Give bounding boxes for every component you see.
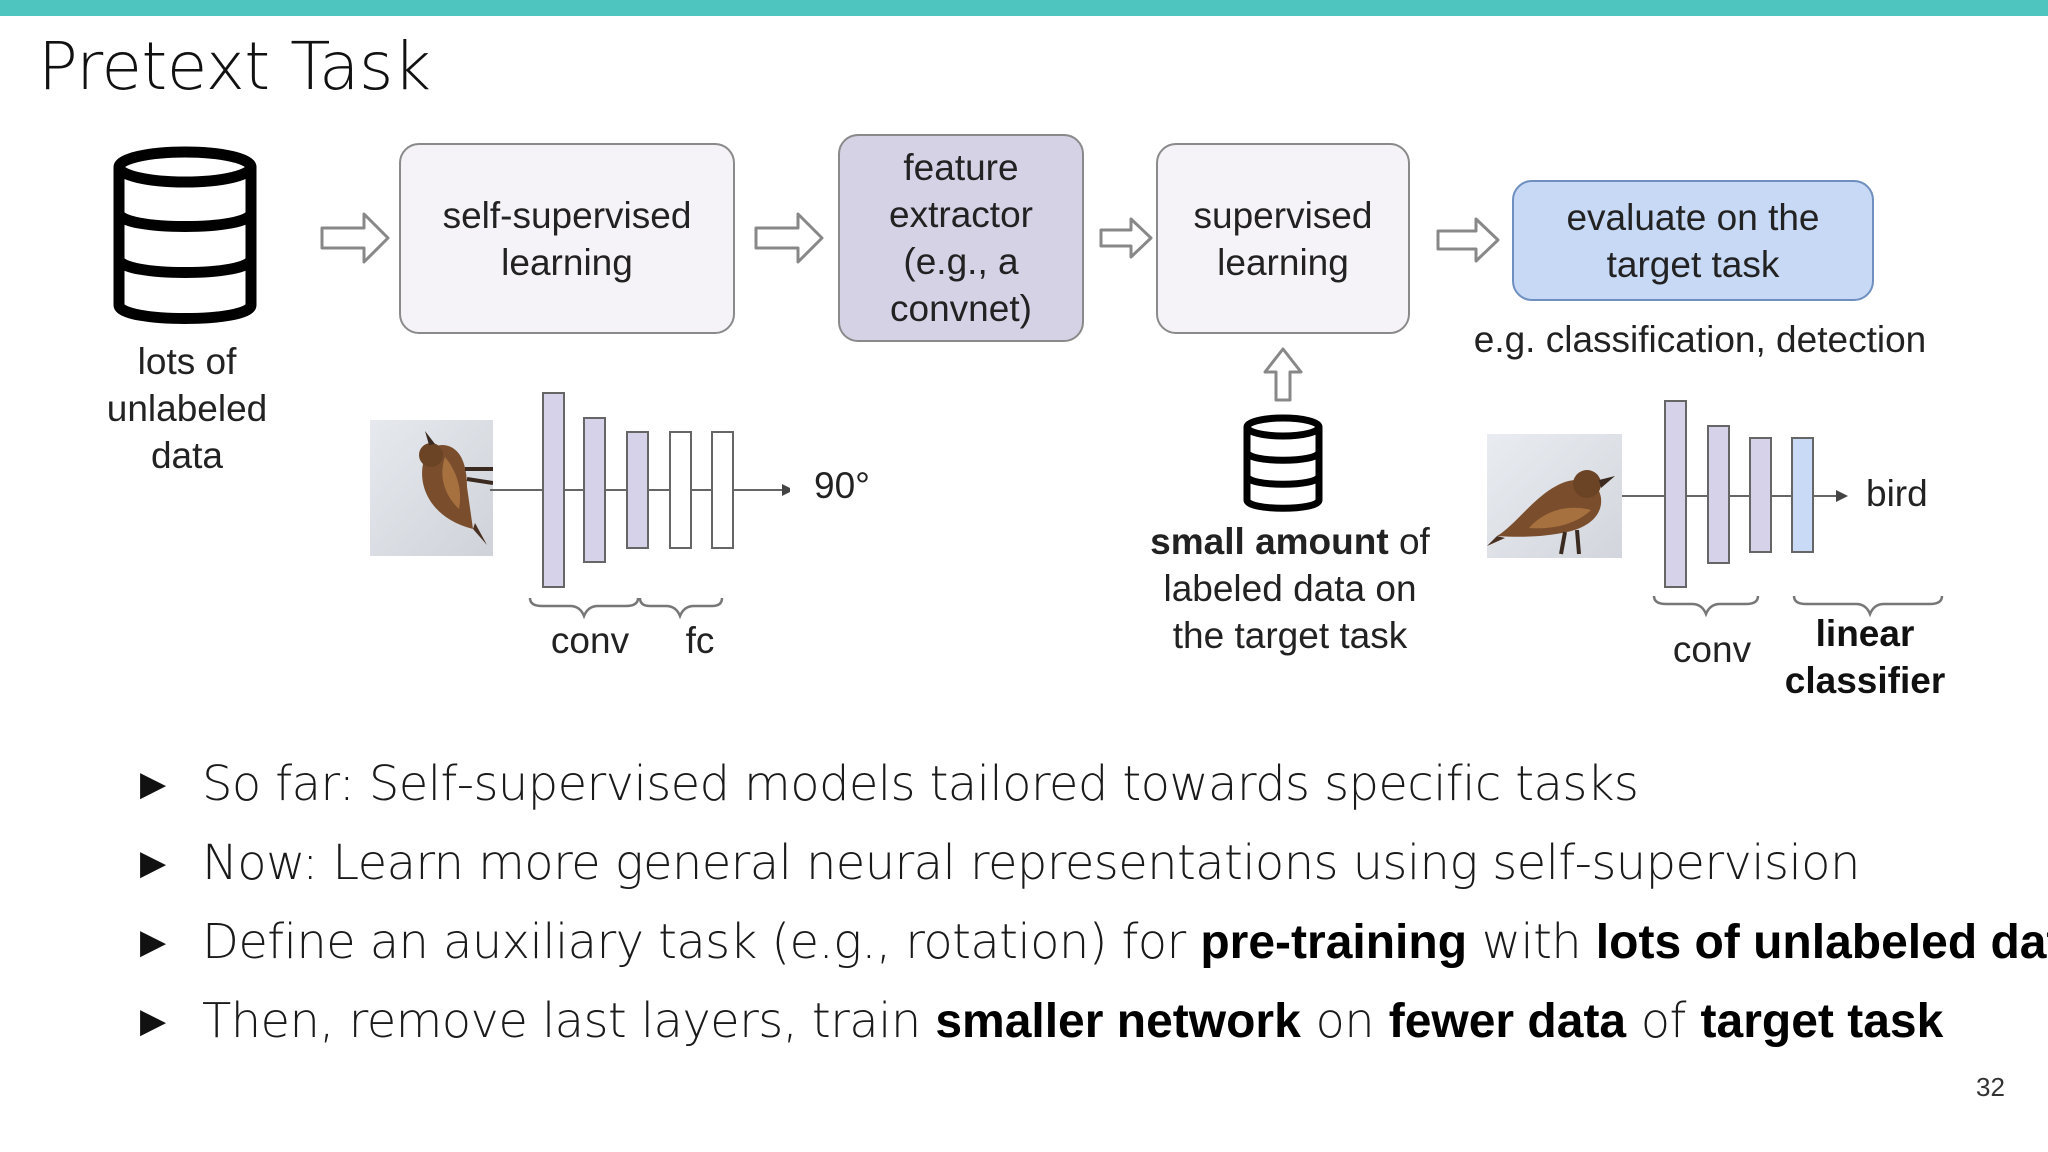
page-title: Pretext Task xyxy=(38,28,431,105)
target-conv-brace xyxy=(1652,595,1760,618)
bullet-text-part: with xyxy=(1467,914,1596,970)
small-data-line2: labeled data on xyxy=(1163,568,1417,609)
rotated-bird-image xyxy=(370,420,493,556)
page-number: 32 xyxy=(1976,1072,2005,1102)
bullet-text-part: Define an auxiliary task (e.g., rotation… xyxy=(202,914,1201,970)
pretext-conv-label: conv xyxy=(550,620,630,661)
pretext-conv-layer-2 xyxy=(583,417,606,563)
database-icon xyxy=(113,146,257,324)
target-output-label: bird xyxy=(1866,473,1928,514)
linear-classifier-line2: classifier xyxy=(1784,660,1946,701)
supervised-line1: supervised xyxy=(1193,194,1373,236)
bullet-arrow-icon: ▶ xyxy=(140,922,167,962)
target-linear-brace xyxy=(1792,595,1944,618)
bullet-arrow-icon: ▶ xyxy=(140,764,167,804)
bullet-text: Now: Learn more general neural represent… xyxy=(202,835,1860,891)
pretext-fc-label: fc xyxy=(685,620,715,661)
supervised-line2: learning xyxy=(1217,241,1349,283)
self-supervised-learning-box: self-supervised learning xyxy=(399,143,735,334)
bullet-bold-part: smaller network xyxy=(935,995,1301,1048)
flow-arrow-3 xyxy=(1099,217,1153,259)
small-data-line3: the target task xyxy=(1172,615,1408,656)
target-conv-layer-2 xyxy=(1707,425,1730,564)
pretext-fc-brace xyxy=(638,597,724,620)
pretext-output-label: 90° xyxy=(814,465,870,506)
target-output-arrowhead xyxy=(1836,490,1848,502)
bullet-arrow-icon: ▶ xyxy=(140,843,167,883)
target-linear-layer xyxy=(1791,437,1814,553)
small-data-bold: small amount xyxy=(1150,521,1389,562)
pretext-fc-layer-1 xyxy=(669,431,692,549)
bullet-text: So far: Self-supervised models tailored … xyxy=(202,756,1639,812)
evaluate-line2: target task xyxy=(1606,243,1780,285)
bird-image xyxy=(1487,434,1622,558)
target-conv-layer-3 xyxy=(1749,437,1772,553)
target-conv-layer-1 xyxy=(1664,400,1687,588)
data-label-line3: data xyxy=(150,435,223,476)
bullet-arrow-icon: ▶ xyxy=(140,1001,167,1041)
feature-extractor-line3: (e.g., a xyxy=(903,241,1019,282)
pretext-fc-layer-2 xyxy=(711,431,734,549)
evaluate-target-task-box: evaluate on the target task xyxy=(1512,180,1874,301)
data-label-line1: lots of xyxy=(137,341,237,382)
data-label: lots of unlabeled data xyxy=(62,338,312,479)
flow-arrow-4 xyxy=(1436,217,1500,263)
feature-extractor-line4: convnet) xyxy=(890,288,1032,329)
target-network xyxy=(1622,400,1848,618)
bullet-bold-part: pre-training xyxy=(1200,916,1468,969)
evaluate-line1: evaluate on the xyxy=(1566,196,1820,238)
bullet-bold-part: fewer data xyxy=(1388,995,1627,1048)
pretext-conv-layer-3 xyxy=(626,431,649,549)
supervised-learning-box: supervised learning xyxy=(1156,143,1410,334)
accent-bar xyxy=(0,0,2048,16)
flow-arrow-2 xyxy=(754,212,824,264)
pretext-output-arrowhead xyxy=(782,484,790,496)
pretext-network xyxy=(490,392,790,620)
bullet-text: Define an auxiliary task (e.g., rotation… xyxy=(202,903,2048,982)
flow-arrow-1 xyxy=(320,212,390,264)
eval-note: e.g. classification, detection xyxy=(1473,319,1927,360)
bullet-text-part: Then, remove last layers, train xyxy=(202,993,936,1049)
small-data-label: small amount of labeled data on the targ… xyxy=(1110,518,1470,659)
small-data-line1: small amount of xyxy=(1110,518,1470,565)
data-label-line2: unlabeled xyxy=(106,388,268,429)
linear-classifier-label: linear classifier xyxy=(1760,610,1970,704)
bullet-bold-part: target task xyxy=(1700,995,1944,1048)
self-supervised-line2: learning xyxy=(501,241,633,283)
feature-extractor-line1: feature xyxy=(903,147,1019,188)
target-conv-label: conv xyxy=(1672,629,1752,670)
flow-arrow-up xyxy=(1263,347,1303,402)
pretext-conv-brace xyxy=(528,597,640,620)
bullet-text-part: on xyxy=(1300,993,1389,1049)
self-supervised-line1: self-supervised xyxy=(442,194,692,236)
bullet-bold-part: lots of unlabeled data xyxy=(1595,916,2048,969)
bullet-text: Then, remove last layers, train smaller … xyxy=(202,982,1943,1061)
bullet-text-part: of xyxy=(1626,993,1701,1049)
pretext-conv-layer-1 xyxy=(542,392,565,588)
feature-extractor-box: feature extractor (e.g., a convnet) xyxy=(838,134,1084,342)
small-database-icon xyxy=(1243,414,1323,512)
feature-extractor-line2: extractor xyxy=(889,194,1033,235)
linear-classifier-line1: linear xyxy=(1815,613,1915,654)
small-data-rest: of xyxy=(1388,521,1430,562)
